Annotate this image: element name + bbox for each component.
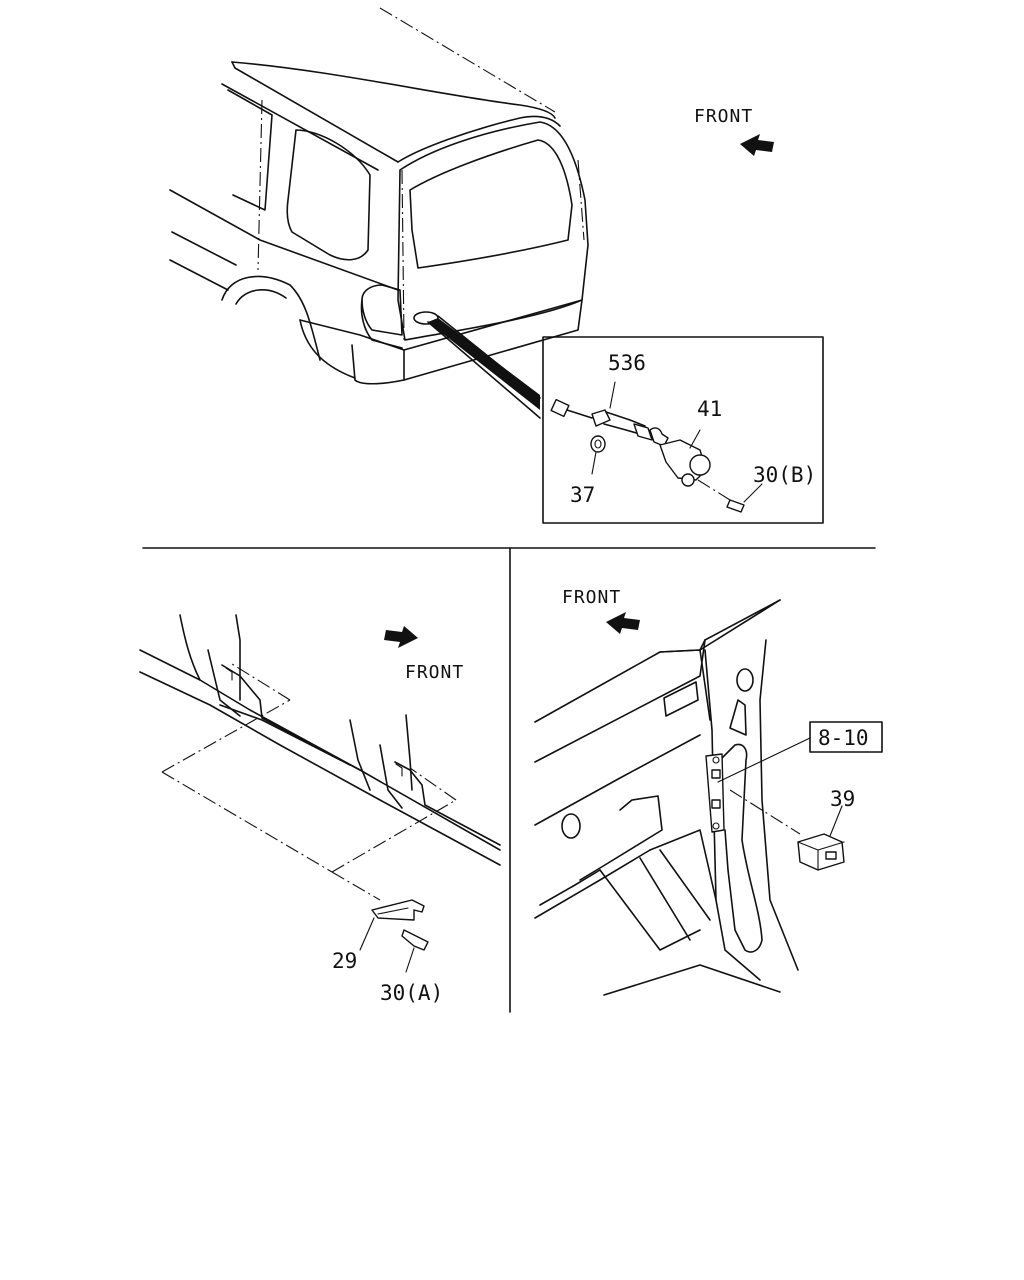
front-label-top: FRONT	[694, 106, 753, 127]
callout-37: 37	[570, 483, 595, 507]
interior-connector-view: 8-10 39	[534, 599, 883, 996]
front-direction-bottom-left: FRONT	[384, 626, 464, 683]
callout-41: 41	[697, 397, 722, 421]
callout-30b: 30(B)	[753, 463, 816, 487]
front-label-bottom-right: FRONT	[562, 587, 621, 608]
callout-39: 39	[830, 787, 855, 811]
front-direction-top: FRONT	[694, 106, 774, 156]
callout-29: 29	[332, 949, 357, 973]
vehicle-rear-view	[169, 7, 589, 419]
reference-box-8-10: 8-10	[818, 726, 869, 750]
front-label-bottom-left: FRONT	[405, 662, 464, 683]
callout-536: 536	[608, 351, 646, 375]
front-arrow-icon	[740, 134, 774, 156]
front-arrow-icon	[606, 612, 640, 634]
callout-30a: 30(A)	[380, 981, 443, 1005]
front-direction-bottom-right: FRONT	[562, 587, 640, 634]
front-arrow-icon	[384, 626, 418, 648]
sill-bracket-view: 29 30(A)	[139, 614, 501, 1005]
license-lamp-detail: 536 41 37 30(B)	[542, 336, 824, 524]
